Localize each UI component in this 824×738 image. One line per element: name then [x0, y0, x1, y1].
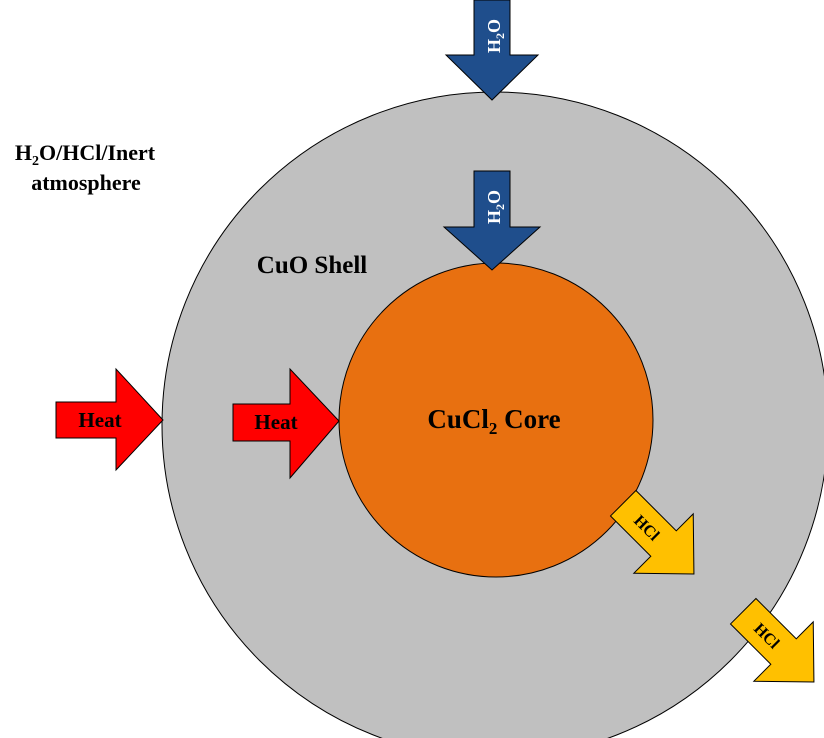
hcl-arrow-inner: HCl	[609, 489, 695, 575]
water-arrow-outer-label: H2O	[484, 19, 507, 53]
core-rest: Core	[497, 404, 560, 434]
atmosphere-label-line2: atmosphere	[31, 170, 141, 195]
atmosphere-sub: 2	[32, 154, 39, 169]
atmosphere-h: H	[15, 140, 32, 165]
core-main: CuCl	[427, 404, 489, 434]
atmosphere-label: H2O/HCl/Inert	[15, 140, 156, 169]
heat-arrow-outer-label: Heat	[78, 408, 121, 432]
shell-label: CuO Shell	[257, 252, 368, 279]
water-arrow-inner-label: H2O	[484, 190, 507, 224]
water-arrow-outer: H2O	[444, 0, 540, 101]
core-label: CuCl2 Core	[427, 404, 560, 438]
water-arrow-inner: H2O	[442, 170, 542, 271]
hcl-arrow-outer: HCl	[729, 597, 815, 683]
core-sub: 2	[489, 419, 498, 438]
atmosphere-rest: O/HCl/Inert	[39, 140, 156, 165]
heat-arrow-inner: Heat	[232, 367, 340, 480]
heat-arrow-outer: Heat	[55, 367, 164, 472]
heat-arrow-inner-label: Heat	[254, 410, 297, 434]
